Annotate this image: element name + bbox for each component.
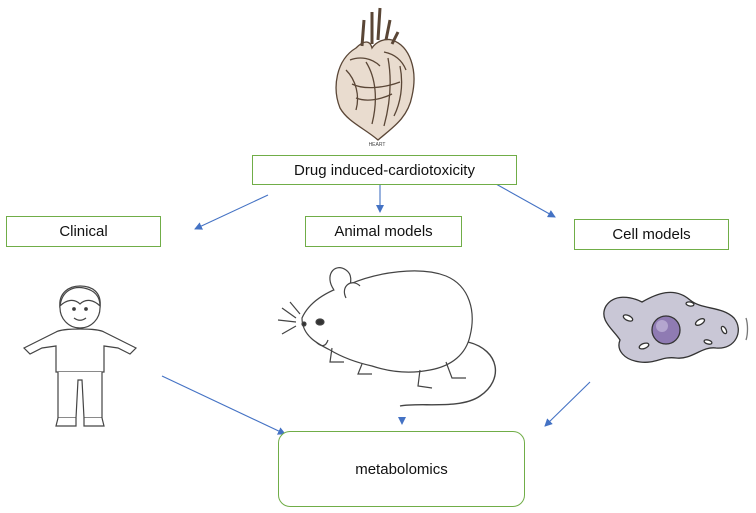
arrows — [161, 183, 591, 435]
box-metabolomics-label: metabolomics — [355, 460, 448, 478]
box-clinical-label: Clinical — [59, 223, 108, 240]
box-clinical: Clinical — [6, 216, 161, 247]
box-cell-models: Cell models — [574, 219, 729, 250]
cell-icon — [603, 291, 749, 363]
top-box-label: Drug induced-cardiotoxicity — [294, 161, 475, 179]
arrow-to-clinical — [194, 194, 269, 230]
mouse-icon — [277, 267, 497, 407]
top-box-drug-induced-cardiotoxicity: Drug induced-cardiotoxicity — [252, 155, 517, 185]
box-cell-models-label: Cell models — [612, 226, 691, 243]
box-metabolomics: metabolomics — [278, 431, 525, 507]
heart-caption: HEART — [369, 142, 386, 148]
box-animal-models: Animal models — [305, 216, 462, 247]
arrow-clinical-to-metabolomics — [161, 375, 286, 435]
child-icon — [22, 285, 138, 427]
box-animal-models-label: Animal models — [334, 223, 433, 240]
heart-icon — [335, 7, 415, 141]
arrow-to-cell — [495, 183, 556, 218]
arrow-cell-to-metabolomics — [544, 381, 591, 427]
